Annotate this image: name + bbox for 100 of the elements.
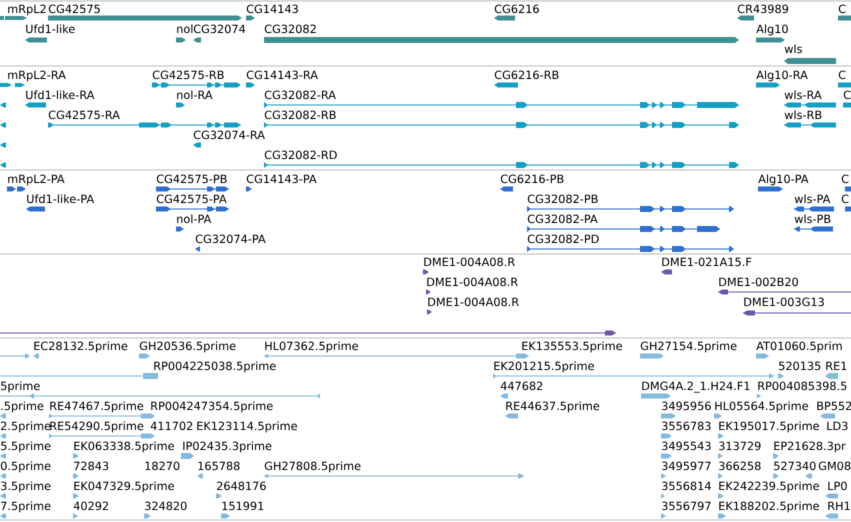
feature-label: DME1-002B20 bbox=[719, 278, 798, 286]
feature-label: 324820 bbox=[145, 502, 187, 510]
feature-label: 151991 bbox=[222, 502, 264, 510]
feature-label: CG14143-RA bbox=[246, 70, 318, 80]
feature-label: CG14143 bbox=[246, 4, 298, 14]
feature-label: CR43989 bbox=[738, 4, 788, 14]
feature-label: GH27154.5prime bbox=[640, 341, 736, 352]
feature-label: CG42575-PA bbox=[156, 194, 227, 204]
feature-label: nol-PA bbox=[177, 214, 212, 224]
feature-label: EK135553.5prime bbox=[522, 341, 622, 352]
feature-label: RP004247354.5prime bbox=[151, 401, 273, 412]
feature-label: EP21628.3pr bbox=[774, 442, 846, 452]
feature-label: Alg10-PA bbox=[758, 174, 808, 186]
feature-label: 3495977 bbox=[662, 462, 711, 470]
feature-label: 5prime bbox=[1, 381, 40, 392]
feature-label: CG32082-RD bbox=[264, 150, 337, 160]
feature-label: wls-RA bbox=[784, 90, 822, 100]
feature-label: DME1-004A08.R bbox=[427, 278, 518, 286]
feature-label: CG32082-PD bbox=[528, 234, 599, 244]
feature-label: EK047329.5prime bbox=[74, 481, 174, 492]
feature-label: CG32074-RA bbox=[194, 130, 265, 140]
feature-label: GM08 bbox=[818, 462, 850, 470]
feature-label: RP004225038.5prime bbox=[154, 361, 276, 372]
feature-label: 0.5prime bbox=[0, 461, 50, 472]
feature-label: 5.5prime bbox=[1, 441, 50, 452]
feature-label: 520135 bbox=[779, 362, 820, 370]
feature-label: C bbox=[838, 70, 846, 80]
feature-label: 2648176 bbox=[217, 482, 266, 490]
feature-label: RE1 bbox=[826, 362, 846, 370]
feature-label: CG42575-RA bbox=[48, 110, 120, 120]
feature-label: CG14143-PA bbox=[246, 174, 317, 184]
feature-label: GH27808.5prime bbox=[264, 461, 360, 472]
feature-label: mRpL2-PA bbox=[8, 174, 65, 186]
feature-label: CG32082-PB bbox=[528, 194, 598, 204]
feature-label: C bbox=[844, 90, 850, 100]
feature-label: 3556814 bbox=[662, 482, 711, 490]
feature-label: 3.5prime bbox=[1, 481, 50, 492]
feature-label: IP02435.3prime bbox=[183, 441, 272, 452]
feature-label: HL07362.5prime bbox=[265, 341, 358, 352]
feature-label: 447682 bbox=[500, 382, 542, 390]
feature-label: 40292 bbox=[74, 502, 108, 510]
feature-label: Alg10-RA bbox=[756, 70, 808, 82]
feature-label: EC28132.5prime bbox=[34, 341, 128, 352]
feature-label: RE54290.5prime bbox=[50, 421, 144, 432]
feature-label: LP0 bbox=[828, 482, 847, 490]
feature-label: CG6216 bbox=[494, 4, 539, 14]
feature-label: EK242239.5prime bbox=[719, 481, 819, 492]
feature-label: 3495543 bbox=[662, 442, 711, 450]
feature-label: EK188202.5prime bbox=[719, 501, 819, 512]
feature-label: wls-RB bbox=[784, 110, 822, 120]
feature-label: CG6216-PB bbox=[500, 174, 564, 184]
feature-label: nol bbox=[177, 24, 192, 34]
feature-label: Ufd1-like-PA bbox=[27, 194, 94, 204]
feature-label: DME1-021A15.F bbox=[662, 258, 752, 266]
feature-label: 72843 bbox=[74, 462, 108, 470]
feature-label: 313729 bbox=[719, 442, 761, 450]
feature-label: CG42575-PB bbox=[156, 174, 227, 184]
feature-label: 527340 bbox=[774, 462, 816, 470]
feature-label: EK201215.5prime bbox=[494, 361, 594, 372]
feature-label: CG32074 bbox=[194, 24, 246, 34]
feature-label: DME1-004A08.R bbox=[428, 298, 519, 306]
feature-label: DMG4A.2_1.H24.F1 bbox=[642, 382, 750, 393]
feature-label: CG32082-PA bbox=[528, 214, 598, 224]
feature-label: RE47467.5prime bbox=[50, 401, 144, 412]
feature-label: CG32082 bbox=[264, 24, 316, 34]
feature-label: EK063338.5prime bbox=[74, 441, 174, 452]
feature-label: HL05564.5prime bbox=[715, 401, 808, 412]
feature-label: mRpL2 bbox=[8, 4, 46, 16]
feature-label: 3495956 bbox=[662, 402, 711, 410]
feature-label: DME1-004A08.R bbox=[424, 258, 515, 266]
feature-label: 366258 bbox=[719, 462, 761, 470]
feature-label: CG42575-RB bbox=[152, 70, 224, 80]
feature-label: EK123114.5prime bbox=[197, 421, 297, 432]
feature-label: CG32082-RA bbox=[264, 90, 336, 100]
feature-label: nol-RA bbox=[177, 90, 213, 100]
feature-label: RP004085398.5 bbox=[758, 382, 846, 390]
feature-label: Ufd1-like bbox=[26, 24, 75, 34]
feature-label: EK195017.5prime bbox=[719, 421, 819, 432]
feature-label: Alg10 bbox=[756, 24, 788, 36]
feature-label: 3556783 bbox=[662, 422, 711, 430]
feature-label: DME1-003G13 bbox=[744, 298, 824, 306]
feature-label: wls-PA bbox=[794, 194, 830, 204]
feature-label: Ufd1-like-RA bbox=[26, 90, 94, 100]
feature-label: CG6216-RB bbox=[494, 70, 558, 80]
feature-label: 7.5prime bbox=[1, 501, 50, 512]
feature-label: CG32074-PA bbox=[196, 234, 266, 244]
feature-label: wls-PB bbox=[794, 214, 830, 224]
feature-label: .5prime bbox=[1, 401, 44, 412]
feature-label: 18270 bbox=[145, 462, 180, 470]
feature-label: AT01060.5prim bbox=[756, 341, 842, 352]
feature-label: GH20536.5prime bbox=[140, 341, 236, 352]
feature-label: 165788 bbox=[198, 462, 240, 470]
feature-label: mRpL2-RA bbox=[8, 70, 66, 82]
feature-label: BP552 bbox=[817, 402, 851, 410]
feature-label: C bbox=[842, 194, 848, 204]
feature-label: RE44637.5prime bbox=[506, 401, 600, 412]
feature-label: C bbox=[838, 4, 846, 14]
feature-label: C bbox=[842, 174, 848, 184]
feature-label: 411702 bbox=[150, 422, 192, 430]
feature-label: 3556797 bbox=[662, 502, 711, 510]
